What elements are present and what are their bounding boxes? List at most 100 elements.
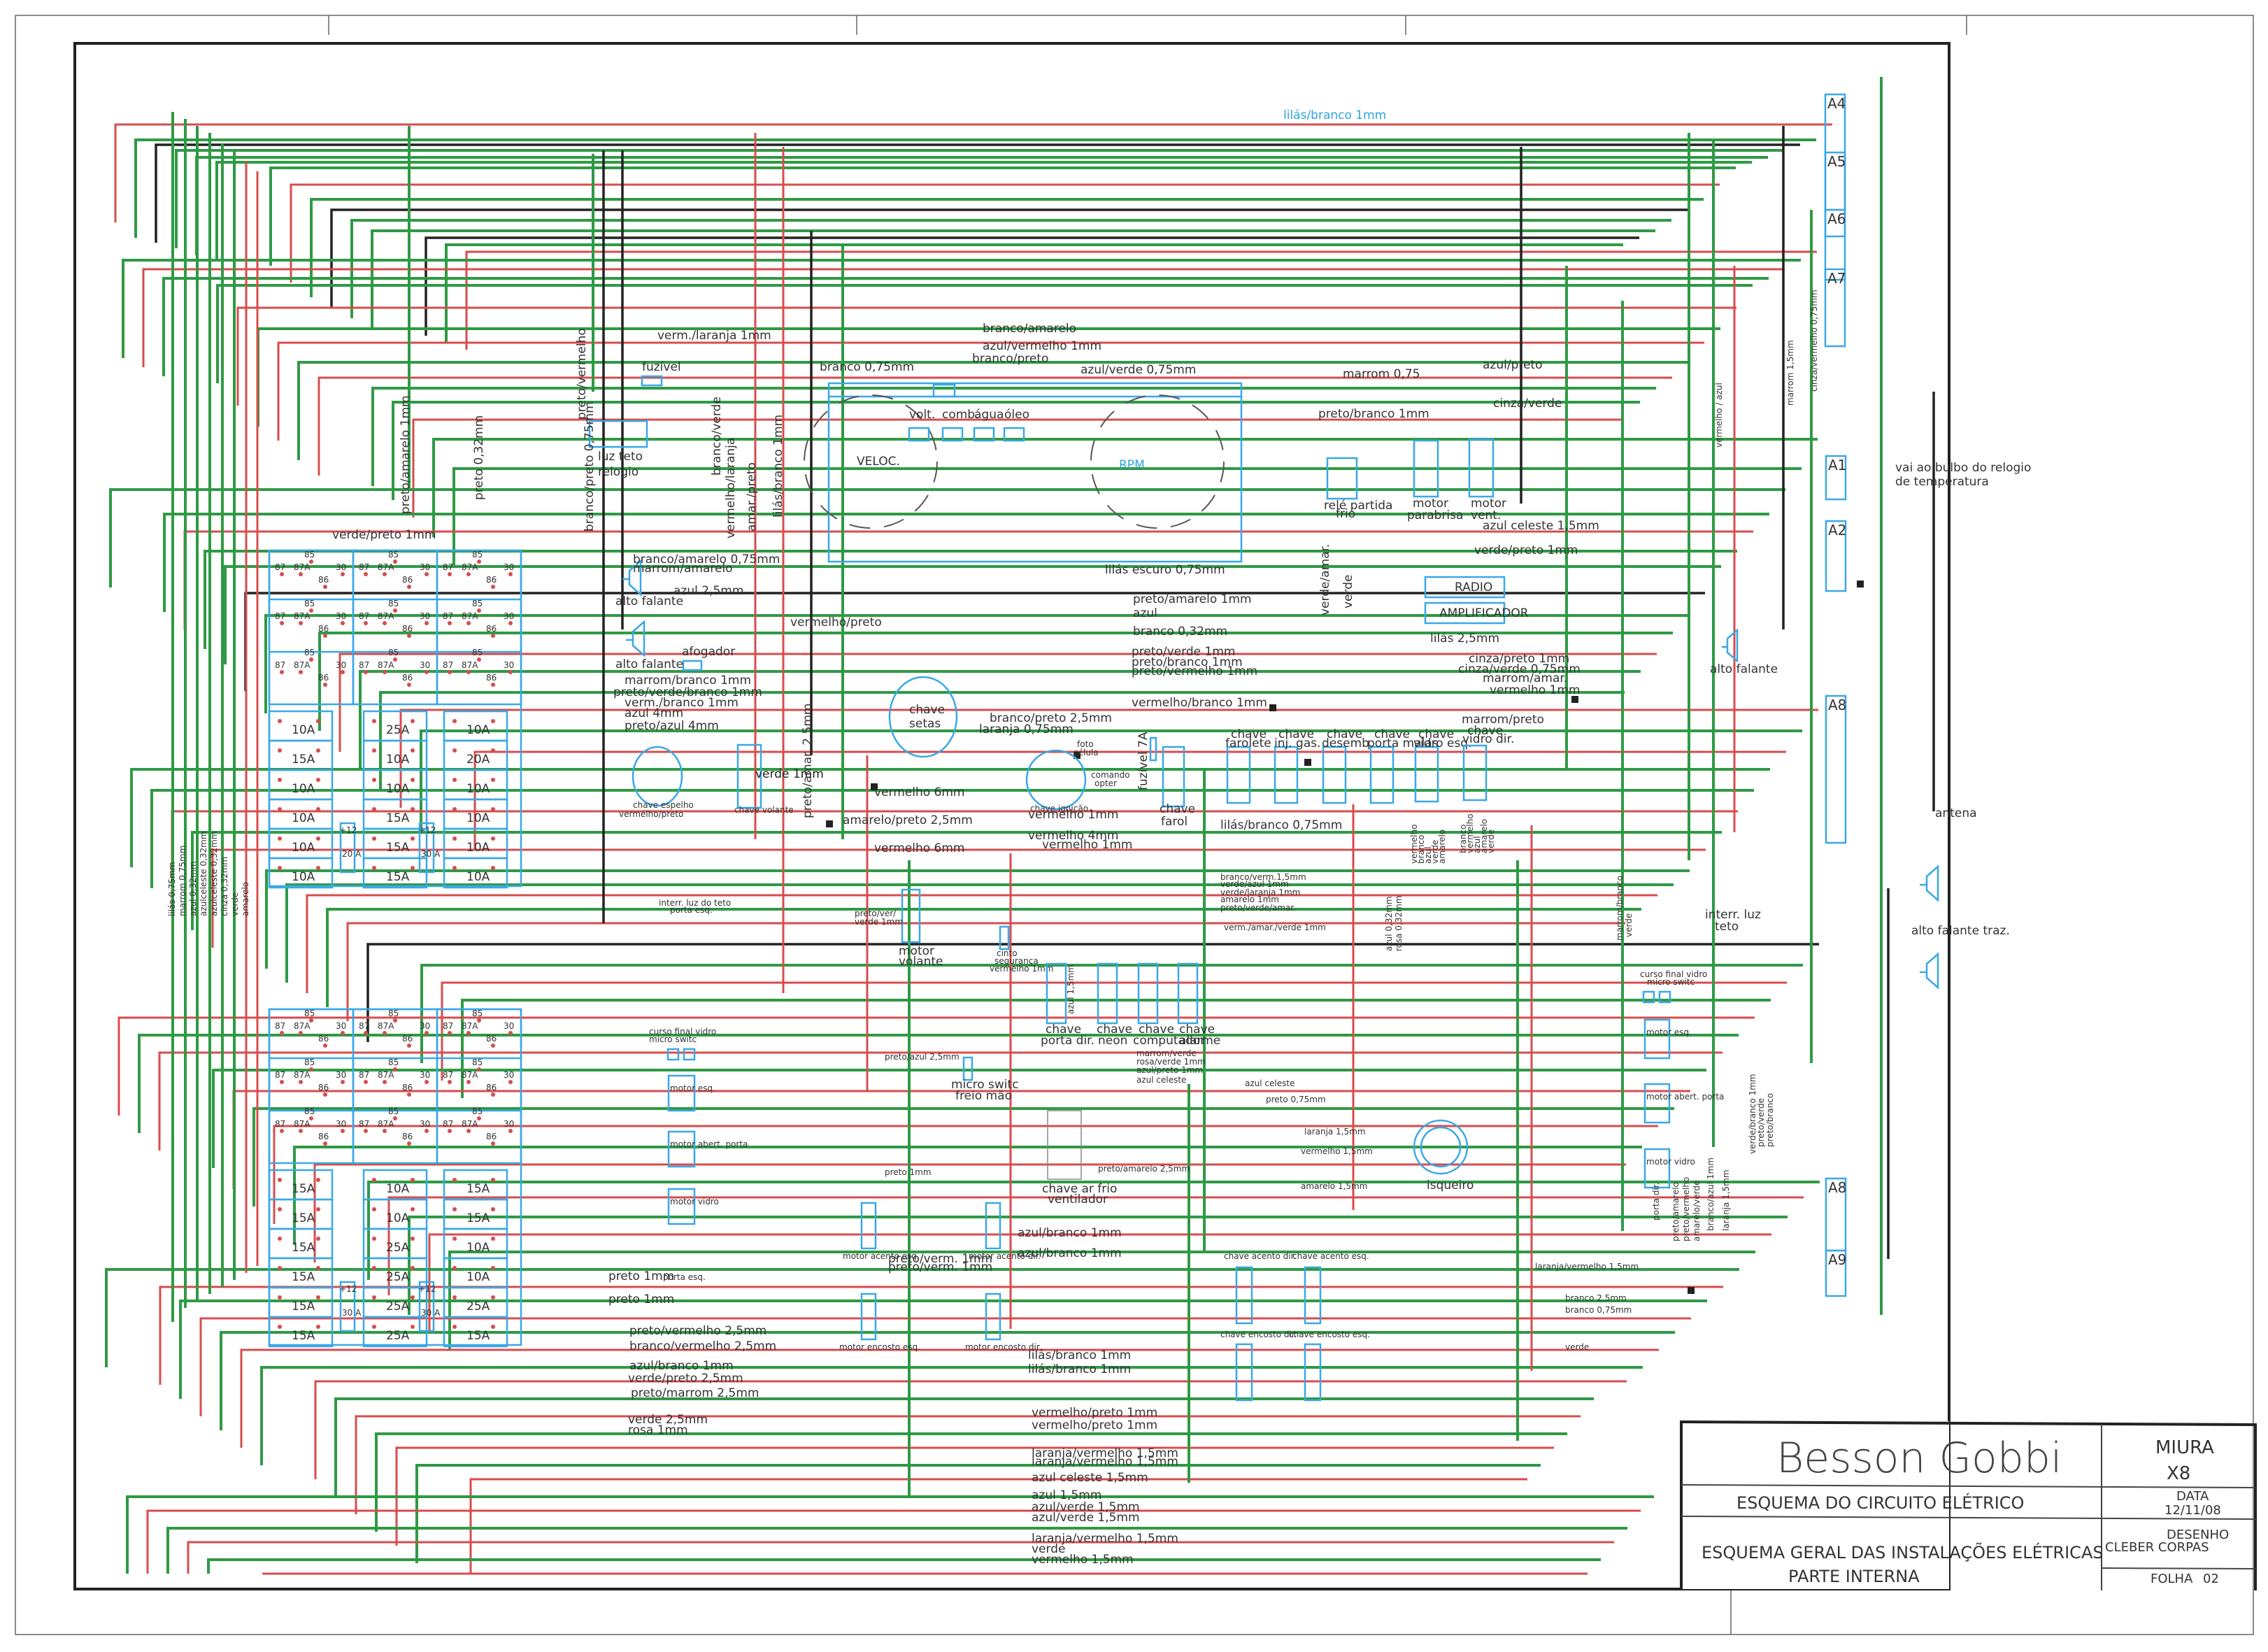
chave-acento-esq-switch[interactable] xyxy=(1304,1266,1322,1325)
relay-pin-label: 86 xyxy=(318,673,329,683)
fuse-rating: 20A xyxy=(466,753,490,767)
relay-pin-label: 86 xyxy=(486,1132,497,1141)
chave-vidro-dir-switch[interactable] xyxy=(1462,744,1488,802)
wire-label: preto/amarelo xyxy=(1671,1182,1681,1241)
wire xyxy=(371,229,1655,329)
wire-label: branco/verde xyxy=(710,397,724,476)
chave-encosto-esq-switch[interactable] xyxy=(1304,1343,1322,1402)
wire xyxy=(359,670,1641,769)
ignition-switch[interactable] xyxy=(1025,749,1087,811)
relay-pin xyxy=(466,1080,471,1084)
connector-label: A1 xyxy=(1828,457,1846,473)
relay-pin xyxy=(383,1031,387,1035)
micro-freio-label-2: freio mão xyxy=(955,1089,1012,1103)
relay-pin-label: 30 xyxy=(336,1021,346,1031)
wire-label: vermelho / azul xyxy=(1714,383,1724,448)
wire-label: cinza/verde xyxy=(1493,397,1562,411)
relay-pin-label: 87 xyxy=(359,1119,369,1129)
fuse-rating: 15A xyxy=(386,841,410,855)
connector-a2 xyxy=(1825,520,1847,592)
wire xyxy=(260,1366,1643,1465)
isqueiro-icon xyxy=(1413,1119,1469,1175)
alto-falante-right-label: alto falante xyxy=(1710,662,1778,676)
relay-pin xyxy=(477,1018,481,1023)
chave-neon-switch[interactable] xyxy=(1097,962,1118,1025)
fuse-rating: 10A xyxy=(466,782,490,796)
chave-alarme-switch[interactable] xyxy=(1177,962,1199,1025)
fuse-slot xyxy=(268,1316,334,1348)
relay-pin xyxy=(508,572,513,576)
chave-setas-switch[interactable] xyxy=(888,676,958,758)
chave-porta-malas-switch[interactable] xyxy=(1369,746,1395,804)
relay-pin xyxy=(364,572,368,576)
wire xyxy=(290,183,1720,283)
relay-pin xyxy=(323,1092,327,1097)
relay-pin-label: 86 xyxy=(402,1083,413,1092)
chave-computador-switch[interactable] xyxy=(1137,962,1159,1025)
wire-label: verm./amar./verde 1mm xyxy=(1224,923,1326,932)
radio-box xyxy=(1424,576,1506,599)
wire-label: laranja 0,75mm xyxy=(979,722,1074,736)
wire-label: preto/branco 1mm xyxy=(1132,655,1243,669)
afogador-switch[interactable] xyxy=(682,660,703,671)
wire xyxy=(387,1196,1804,1295)
chave-acento-dir-switch[interactable] xyxy=(1235,1266,1253,1325)
chave-espelho-switch[interactable] xyxy=(632,746,683,807)
relay-pin-label: 85 xyxy=(304,648,315,657)
chave-inj-gas-switch[interactable] xyxy=(1274,746,1299,804)
interr-luz-teto-label: interr. luz xyxy=(1705,908,1761,922)
chave-vidro-esq-switch[interactable] xyxy=(1414,746,1439,803)
relay-pin-label: 85 xyxy=(472,1106,483,1116)
wire xyxy=(122,259,1801,358)
relay-pin xyxy=(425,1129,429,1133)
wire-label: azul 0,32mm xyxy=(188,861,198,916)
wire xyxy=(306,894,1657,993)
chave-porta-dir-label-2: porta dir. xyxy=(1041,1034,1094,1048)
chave-porta-dir-switch[interactable] xyxy=(1046,962,1067,1025)
wire-label: lilás/branco 1mm xyxy=(1028,1348,1131,1362)
relay-pin xyxy=(491,1141,495,1146)
fuse-rating: 10A xyxy=(466,1241,490,1255)
wire-label: vermelho xyxy=(1465,813,1475,853)
wire xyxy=(465,250,1817,350)
luz-teto-label: luz teto xyxy=(598,450,643,464)
wire-label: amarelo 1,5mm xyxy=(1301,1181,1367,1191)
chave-encosto-dir-switch[interactable] xyxy=(1235,1343,1253,1402)
wire-label: azul/verde 0,75mm xyxy=(1080,363,1196,377)
wire-label: vermelho 6mm xyxy=(874,841,964,855)
wire xyxy=(432,438,1818,537)
relay-pin xyxy=(280,572,284,576)
relay-pin xyxy=(466,1031,471,1035)
relay-pin-label: 85 xyxy=(388,1106,399,1116)
chave-volante-switch[interactable] xyxy=(736,743,762,809)
wire xyxy=(105,1268,1739,1367)
connector-note-line1: vai ao bulbo do relogio xyxy=(1895,461,2031,475)
cinto-switch[interactable] xyxy=(999,925,1010,950)
junction-node xyxy=(1304,759,1311,766)
relay-pin-label: 85 xyxy=(472,1058,483,1067)
chave-ar-label-2: ventilador xyxy=(1048,1192,1108,1206)
wire-label: azul/verde 1,5mm xyxy=(1032,1511,1140,1525)
fuse-slot xyxy=(443,857,508,889)
chave-farolete-switch[interactable] xyxy=(1226,746,1251,804)
fuse-rating: 15A xyxy=(292,753,315,767)
wire-label: amarelo xyxy=(1437,829,1447,864)
wire xyxy=(445,243,1623,343)
relay-pin-label: 30 xyxy=(420,1070,430,1080)
relay-pin xyxy=(280,1080,284,1084)
rele-partida-label: relé partida xyxy=(1324,499,1392,513)
chave-ar-frio-box[interactable] xyxy=(1047,1110,1082,1180)
chave-desemb-switch[interactable] xyxy=(1322,746,1347,804)
relay-pin xyxy=(477,1116,481,1120)
main-fuse xyxy=(339,1281,356,1332)
relay-pin xyxy=(309,657,313,662)
wire-label: rosa/verde 1mm xyxy=(1136,1057,1206,1067)
relay-pin xyxy=(383,621,387,625)
relay-pin xyxy=(448,572,452,576)
micro-switch-freio[interactable] xyxy=(962,1056,973,1081)
chave-farol-switch[interactable] xyxy=(1162,746,1185,808)
relay-pin xyxy=(299,1080,303,1084)
relay-pin-label: 85 xyxy=(472,550,483,560)
wire xyxy=(240,1348,1659,1448)
